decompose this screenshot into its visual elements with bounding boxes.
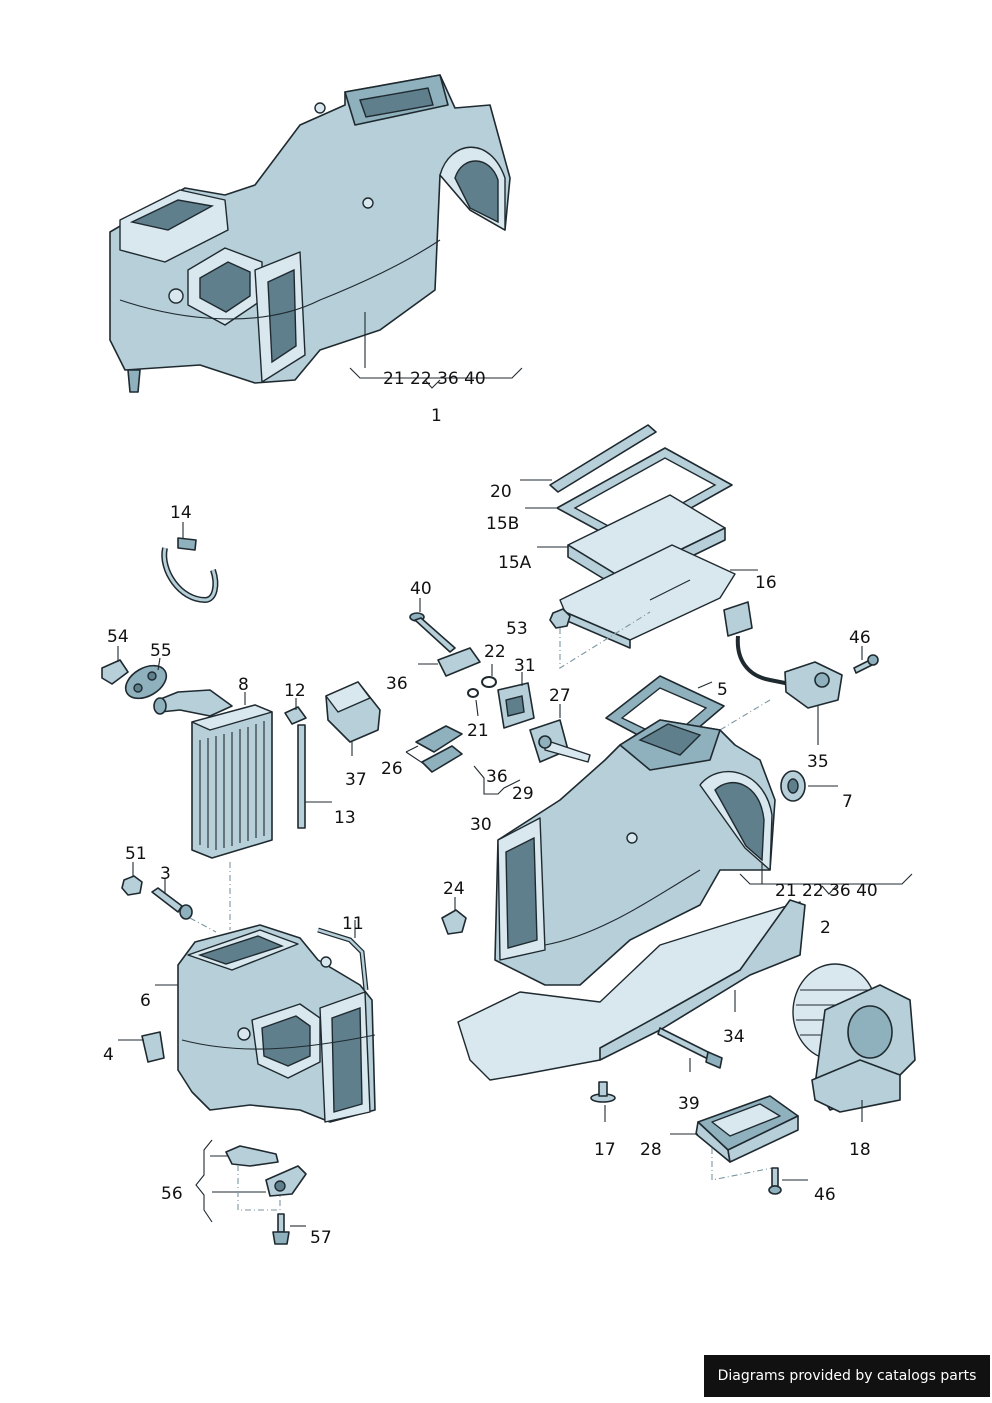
label-26: 26 xyxy=(381,759,403,779)
label-57: 57 xyxy=(310,1228,332,1248)
label-54: 54 xyxy=(107,627,129,647)
nut-53 xyxy=(549,608,571,629)
label-15b: 15B xyxy=(486,514,519,534)
bolt-3 xyxy=(151,887,193,920)
seal-11 xyxy=(317,927,369,991)
grommet-7 xyxy=(780,770,806,802)
clip-4 xyxy=(141,1031,165,1063)
label-7: 7 xyxy=(842,792,853,812)
air-distribution-housing-2 xyxy=(494,719,776,986)
clamp-14 xyxy=(161,537,219,604)
seal-block-37 xyxy=(325,681,381,743)
label-51: 51 xyxy=(125,844,147,864)
label-22: 22 xyxy=(484,642,506,662)
clip-54 xyxy=(101,659,129,685)
label-28: 28 xyxy=(640,1140,662,1160)
actuator-35 xyxy=(723,601,843,709)
nut-51 xyxy=(121,875,143,896)
gasket-31 xyxy=(497,682,535,729)
screw-57 xyxy=(272,1213,290,1245)
sensor-24 xyxy=(441,909,467,935)
gasket-55 xyxy=(124,664,168,700)
label-56: 56 xyxy=(161,1184,183,1204)
label-35: 35 xyxy=(807,752,829,772)
frame-seal-20 xyxy=(549,424,657,493)
heat-exchanger-8 xyxy=(153,689,273,859)
label-5: 5 xyxy=(717,680,728,700)
label-31: 31 xyxy=(514,656,536,676)
ref-label-top: 21 22 36 40 xyxy=(383,369,486,389)
label-8: 8 xyxy=(238,675,249,695)
label-4: 4 xyxy=(103,1045,114,1065)
label-55: 55 xyxy=(150,641,172,661)
label-17: 17 xyxy=(594,1140,616,1160)
label-2: 2 xyxy=(820,918,831,938)
label-46-b: 46 xyxy=(814,1185,836,1205)
label-27: 27 xyxy=(549,686,571,706)
valve-plate-27 xyxy=(529,719,591,763)
label-12: 12 xyxy=(284,681,306,701)
label-20: 20 xyxy=(490,482,512,502)
label-46-a: 46 xyxy=(849,628,871,648)
bracket-12 xyxy=(284,706,307,725)
label-1: 1 xyxy=(431,406,442,426)
screw-46-bottom xyxy=(768,1167,782,1195)
label-11: 11 xyxy=(342,914,364,934)
label-14: 14 xyxy=(170,503,192,523)
lever-56-a xyxy=(225,1145,279,1167)
label-36-b: 36 xyxy=(486,767,508,787)
heater-housing-1 xyxy=(109,74,511,393)
label-16: 16 xyxy=(755,573,777,593)
label-39: 39 xyxy=(678,1094,700,1114)
label-34: 34 xyxy=(723,1027,745,1047)
cable-tie-39 xyxy=(657,1027,723,1069)
label-53: 53 xyxy=(506,619,528,639)
label-6: 6 xyxy=(140,991,151,1011)
label-21: 21 xyxy=(467,721,489,741)
footer-credit: Diagrams provided by catalogs parts xyxy=(704,1355,990,1397)
label-3: 3 xyxy=(160,864,171,884)
label-18: 18 xyxy=(849,1140,871,1160)
ref-label-mid: 21 22 36 40 xyxy=(775,881,878,901)
bolt-40 xyxy=(409,612,456,653)
blower-motor-18 xyxy=(792,963,916,1113)
label-29: 29 xyxy=(512,784,534,804)
clip-17 xyxy=(590,1081,616,1103)
control-unit-28 xyxy=(695,1095,799,1163)
o-ring-22 xyxy=(481,676,497,688)
coupling-26 xyxy=(415,725,463,773)
o-ring-21 xyxy=(467,688,479,698)
bracket-36 xyxy=(437,647,481,677)
label-30: 30 xyxy=(470,815,492,835)
label-15a: 15A xyxy=(498,553,532,573)
label-40: 40 xyxy=(410,579,432,599)
screw-46-top xyxy=(853,654,879,674)
rod-13 xyxy=(297,724,306,829)
lever-56-b xyxy=(265,1165,307,1197)
label-13: 13 xyxy=(334,808,356,828)
label-37: 37 xyxy=(345,770,367,790)
label-36-a: 36 xyxy=(386,674,408,694)
heater-housing-6 xyxy=(177,924,376,1123)
air-duct-34 xyxy=(457,899,806,1081)
label-24: 24 xyxy=(443,879,465,899)
